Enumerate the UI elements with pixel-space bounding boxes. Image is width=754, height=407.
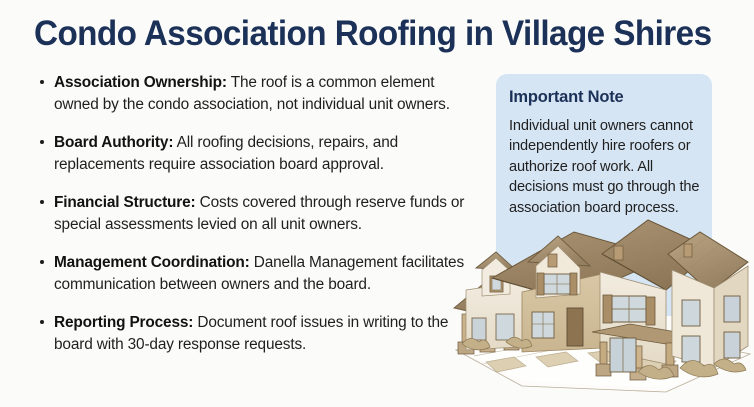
note-title: Important Note xyxy=(509,88,624,106)
list-item: Financial Structure: Costs covered throu… xyxy=(36,192,476,235)
list-item: Reporting Process: Document roof issues … xyxy=(36,312,476,355)
note-body-text: Individual unit owners cannot independen… xyxy=(509,118,700,216)
list-item-text: Document roof issues in writing to the b… xyxy=(54,314,449,353)
list-item-text: Costs covered through reserve funds or s… xyxy=(54,194,465,233)
list-item-text: All roofing decisions, repairs, and repl… xyxy=(54,134,399,173)
bullet-dot-icon xyxy=(40,320,44,324)
bullet-dot-icon xyxy=(40,260,44,264)
page-title: Condo Association Roofing in Village Shi… xyxy=(34,14,712,53)
list-item-label: Association Ownership: xyxy=(54,74,227,91)
list-item-label: Financial Structure: xyxy=(54,194,196,211)
list-item: Management Coordination: Danella Managem… xyxy=(36,252,476,295)
list-item: Board Authority: All roofing decisions, … xyxy=(36,132,476,175)
bullet-dot-icon xyxy=(40,80,44,84)
bullet-dot-icon xyxy=(40,200,44,204)
list-item-label: Board Authority: xyxy=(54,134,174,151)
key-points-list: Association Ownership: The roof is a com… xyxy=(36,72,476,355)
list-item-label: Management Coordination: xyxy=(54,254,250,271)
list-item-text: The roof is a common element owned by th… xyxy=(54,74,450,113)
list-item: Association Ownership: The roof is a com… xyxy=(36,72,476,115)
bullet-dot-icon xyxy=(40,140,44,144)
important-note-card: Important Note Individual unit owners ca… xyxy=(496,74,712,316)
list-item-text: Danella Management facilitates communica… xyxy=(54,254,464,293)
list-item-label: Reporting Process: xyxy=(54,314,194,331)
